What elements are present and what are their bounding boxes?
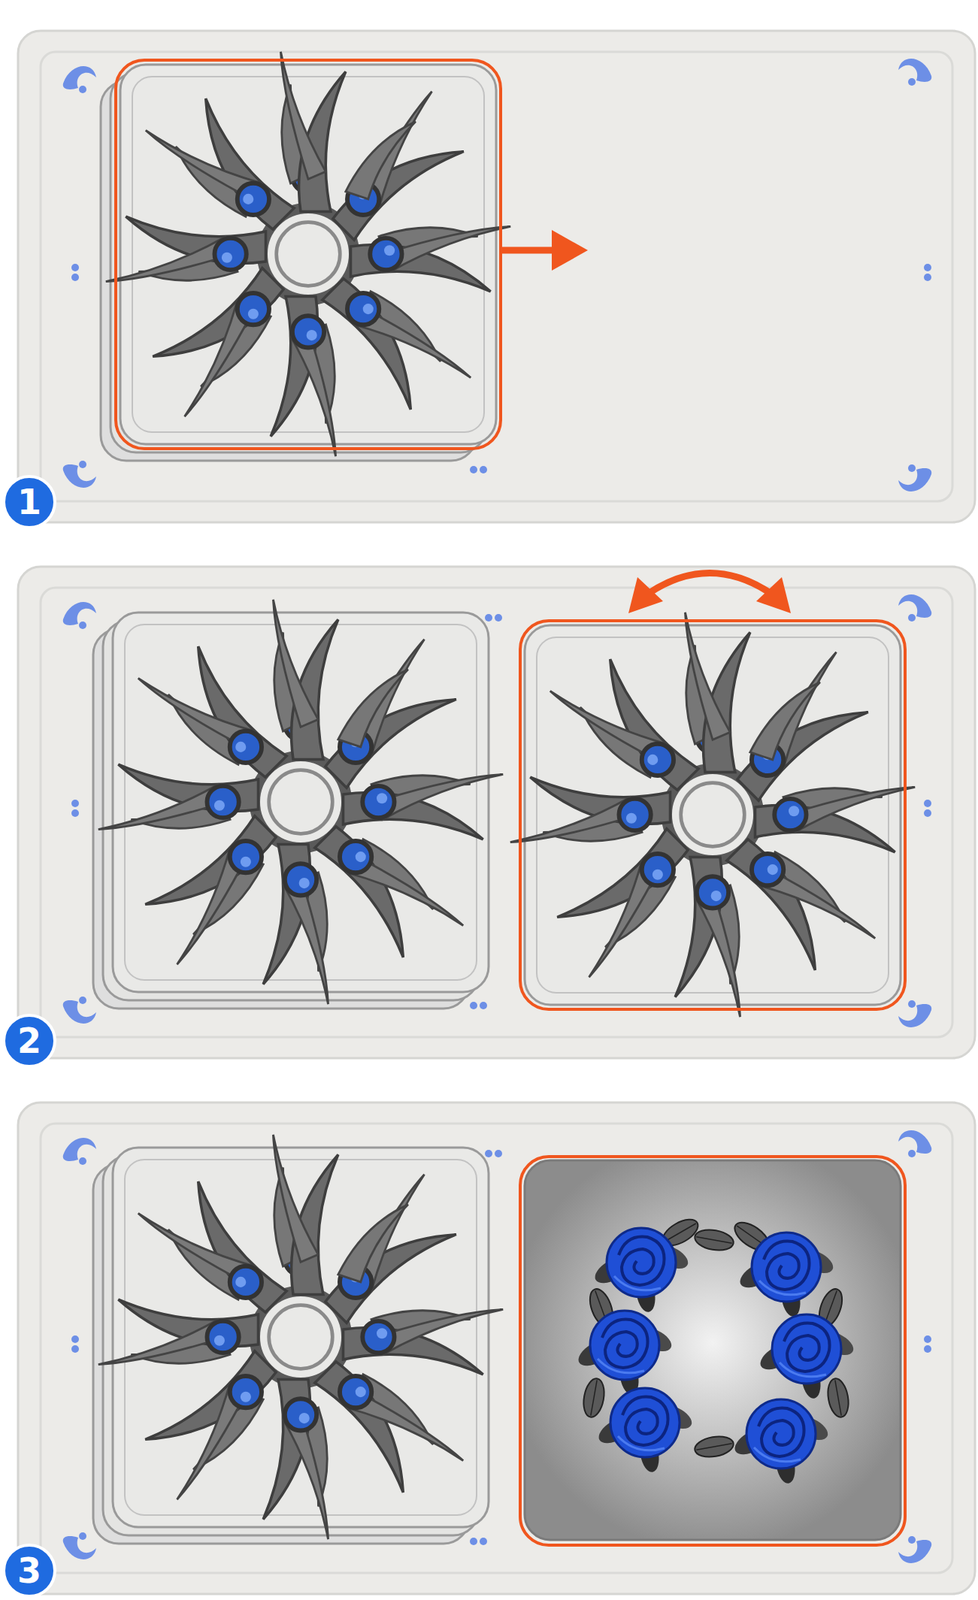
art-path (647, 573, 772, 595)
art-use (484, 614, 503, 622)
art-polygon (628, 577, 664, 614)
art-use (73, 19, 544, 490)
art-use (735, 1232, 837, 1319)
art-use (18, 1102, 975, 1595)
art-use (594, 1388, 696, 1475)
art-rect (115, 60, 501, 449)
art-use (590, 1228, 692, 1315)
callout-circle: 1 (2, 475, 57, 530)
art-use (581, 1377, 608, 1420)
art-use (469, 1538, 488, 1546)
art-polygon (756, 577, 791, 614)
art-use (478, 580, 948, 1051)
callout-number: 2 (17, 1023, 42, 1059)
art-line (502, 247, 557, 255)
art-use (693, 1434, 736, 1461)
art-use (756, 1314, 857, 1401)
art-use (469, 1002, 488, 1010)
art-use (469, 466, 488, 474)
art-use (574, 1311, 676, 1397)
art-use (693, 1227, 736, 1254)
art-g (574, 1214, 857, 1486)
art-use (730, 1399, 832, 1486)
callout-circle: 3 (2, 1544, 57, 1599)
callout-circle: 2 (2, 1014, 57, 1069)
art-polygon (551, 230, 588, 271)
art-use (484, 1150, 503, 1158)
art-rect (524, 1160, 901, 1541)
callout-number: 3 (17, 1553, 42, 1589)
art-use (66, 1102, 536, 1573)
art-use (18, 566, 975, 1059)
art-rect (520, 1156, 906, 1546)
art-rect (520, 620, 906, 1010)
art-use (66, 567, 536, 1038)
callout-number: 1 (17, 484, 42, 520)
art-use (825, 1377, 852, 1420)
